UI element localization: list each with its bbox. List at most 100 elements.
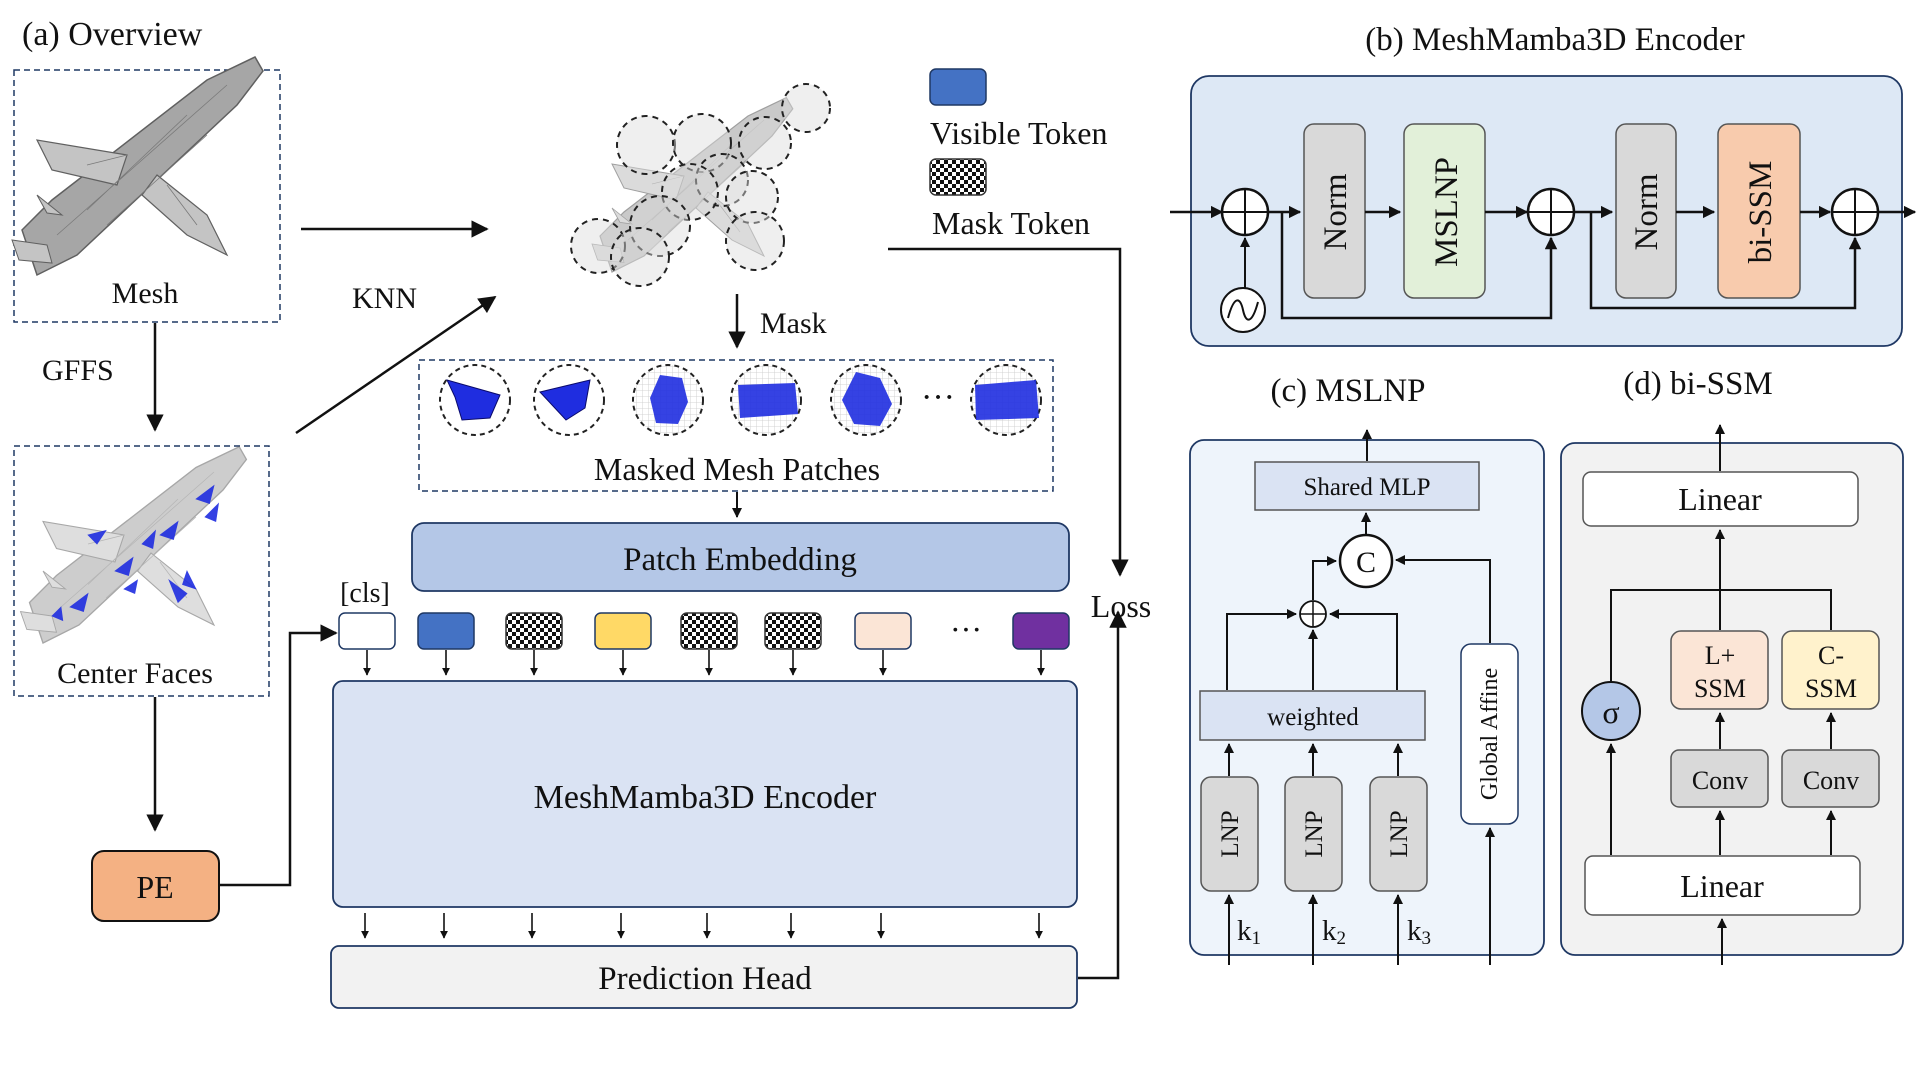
patch-thumb [730, 364, 802, 436]
residual-2-arrow [1589, 212, 1862, 310]
legend-visible-label: Visible Token [930, 115, 1107, 151]
lnp-box-2 [1284, 776, 1343, 892]
lnp-label-3: LNP [1386, 810, 1413, 857]
conv-box-2 [1781, 749, 1880, 808]
patch-thumb [970, 364, 1042, 436]
center-faces-airplane-image [19, 446, 248, 644]
pe-to-cls-arrow [220, 624, 338, 887]
token-masked [505, 612, 563, 650]
shared-mlp-label: Shared MLP [1303, 474, 1430, 501]
conv-label-2: Conv [1803, 766, 1859, 795]
add-node-1 [1220, 187, 1270, 237]
encoder-block-title: (b) MeshMamba3D Encoder [1365, 22, 1744, 58]
knn-label: KNN [352, 282, 417, 315]
weighted-box [1199, 690, 1426, 741]
weighted-to-add-arrows [1226, 609, 1398, 690]
k2-label: k2 [1322, 915, 1346, 949]
patch-thumb [830, 364, 902, 436]
linear-bottom-output-arrows [1606, 743, 1836, 855]
linear-bottom-label: Linear [1680, 868, 1764, 904]
k-input-arrows [1224, 894, 1403, 965]
encoder-output-arrows [361, 913, 1043, 939]
lssm-box [1670, 630, 1769, 710]
residual-1-arrow [1280, 212, 1558, 320]
token-masked [680, 612, 738, 650]
linear-top-box [1582, 471, 1859, 527]
concat-node: C [1338, 533, 1394, 589]
token-visible [854, 612, 912, 650]
lssm-label-line2: SSM [1694, 674, 1746, 703]
overview-title: (a) Overview [22, 16, 203, 53]
token-ellipsis: ··· [950, 611, 982, 647]
positional-wave-node [1220, 287, 1266, 333]
token-visible [1012, 612, 1070, 650]
patch-thumb [533, 364, 605, 436]
bissm-title: (d) bi-SSM [1623, 366, 1772, 402]
norm2-label: Norm [1629, 173, 1665, 250]
pe-label: PE [136, 869, 173, 905]
norm1-label: Norm [1318, 173, 1354, 250]
token-visible [417, 612, 475, 650]
mslnp-block-label: MSLNP [1429, 157, 1465, 267]
cssm-label-line1: C- [1818, 641, 1844, 670]
masked-patch-thumbnails [439, 364, 1042, 436]
concat-label: C [1356, 546, 1376, 579]
small-add-node [1299, 600, 1327, 628]
token-arrows [363, 650, 1045, 676]
token-cls [338, 612, 396, 650]
conv-label-1: Conv [1692, 766, 1748, 795]
patch-ellipsis: ··· [921, 379, 955, 416]
bissm-block-label: bi-SSM [1743, 161, 1779, 264]
head-to-loss-arrow [1078, 610, 1127, 980]
legend-mask-label: Mask Token [932, 205, 1090, 241]
global-affine-box [1460, 643, 1519, 825]
token-visible [594, 612, 652, 650]
mesh-label: Mesh [112, 277, 179, 310]
legend-mask-swatch [929, 158, 987, 196]
weighted-label: weighted [1267, 704, 1359, 731]
global-affine-label: Global Affine [1477, 668, 1503, 800]
legend-visible-swatch [929, 68, 987, 106]
loss-label: Loss [1091, 588, 1151, 624]
mask-label: Mask [760, 307, 827, 340]
meshmamba3d-encoder-box [332, 680, 1078, 908]
token-masked [764, 612, 822, 650]
knn-patches-image [570, 83, 831, 287]
lnp-label-2: LNP [1301, 810, 1328, 857]
cssm-label-line2: SSM [1805, 674, 1857, 703]
cssm-box [1781, 630, 1880, 710]
center-faces-label: Center Faces [57, 657, 213, 690]
patches-to-loss-arrow [888, 247, 1129, 577]
shared-mlp-box [1254, 461, 1480, 511]
lnp-label-1: LNP [1217, 810, 1244, 857]
lnp-box-1 [1200, 776, 1259, 892]
add-to-concat-arrow [1312, 556, 1337, 600]
add-node-2 [1526, 187, 1576, 237]
cls-label: [cls] [340, 578, 390, 609]
patch-thumb [632, 364, 704, 436]
patch-thumb [439, 364, 511, 436]
gffs-label: GFFS [42, 354, 114, 387]
pe-box [91, 850, 220, 922]
encoder-label: MeshMamba3D Encoder [534, 779, 877, 816]
global-affine-to-concat-arrow [1395, 555, 1491, 643]
add-node-3 [1830, 187, 1880, 237]
masked-patches-label: Masked Mesh Patches [594, 451, 880, 487]
k3-label: k3 [1407, 915, 1431, 949]
lnp-box-3 [1369, 776, 1428, 892]
prediction-head-label: Prediction Head [598, 961, 812, 997]
lnp-to-weighted-arrows [1224, 743, 1403, 776]
conv-box-1 [1670, 749, 1769, 808]
patch-embedding-label: Patch Embedding [623, 542, 857, 578]
patch-embedding-box [411, 522, 1070, 592]
k1-label: k1 [1237, 915, 1261, 949]
lssm-label-line1: L+ [1705, 641, 1736, 670]
token-row [338, 612, 1070, 650]
mslnp-title: (c) MSLNP [1271, 373, 1426, 409]
linear-bottom-box [1584, 855, 1861, 916]
faces-to-patches-arrow [295, 295, 497, 435]
linear-top-label: Linear [1678, 481, 1762, 517]
prediction-head-box [330, 945, 1078, 1009]
sigma-node: σ [1581, 681, 1641, 741]
